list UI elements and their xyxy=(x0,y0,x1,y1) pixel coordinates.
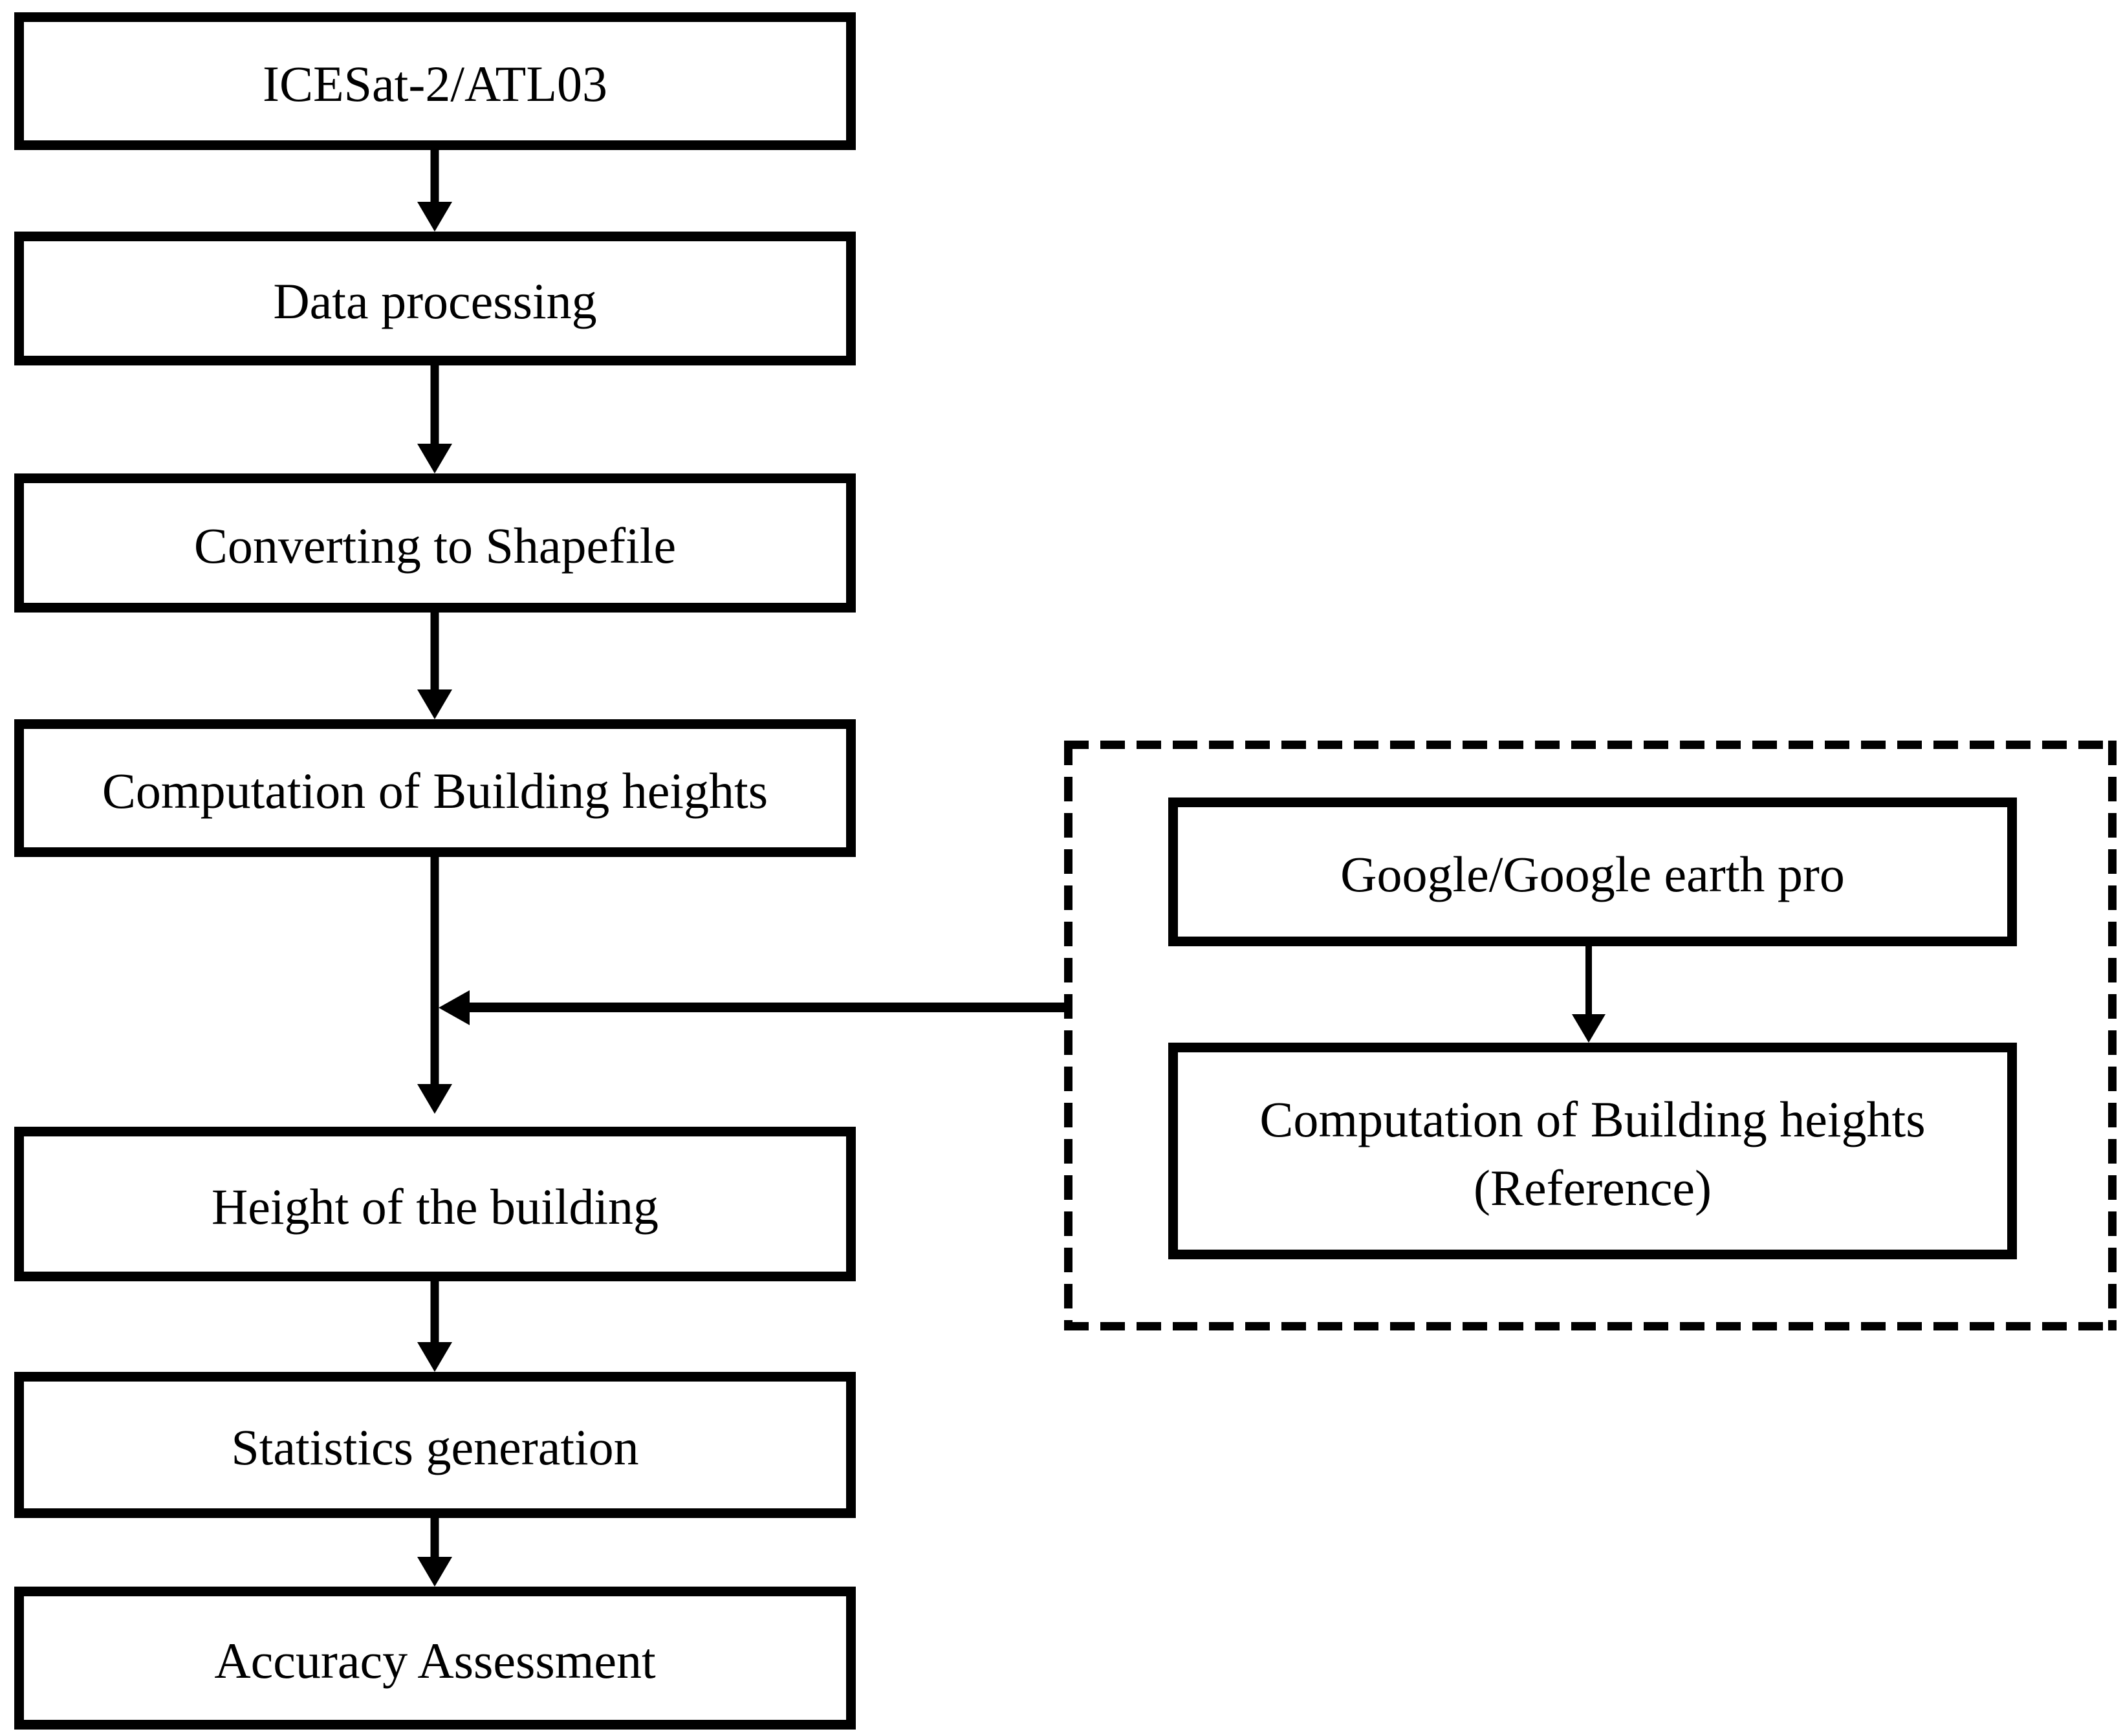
arrow-shaft xyxy=(430,1518,439,1557)
left-arrowhead-icon xyxy=(439,990,470,1025)
reference-group-outline xyxy=(1064,741,2117,1330)
dashed-border-right xyxy=(2108,741,2117,1330)
flow-box-google-earth-pro: Google/Google earth pro xyxy=(1168,797,2017,946)
down-arrowhead-icon xyxy=(417,1084,452,1114)
down-arrowhead-icon xyxy=(417,202,452,232)
flow-box-data-processing: Data processing xyxy=(14,232,856,365)
down-arrowhead-icon xyxy=(417,1557,452,1587)
arrow-shaft xyxy=(430,1281,439,1342)
flow-box-icesat2-atl03-label: ICESat-2/ATL03 xyxy=(263,55,607,112)
flow-box-converting-to-shapefile-label: Converting to Shapefile xyxy=(193,517,677,574)
arrow-shaft xyxy=(430,150,439,202)
flow-box-computation-reference-label-line2: (Reference) xyxy=(1473,1159,1712,1216)
dashed-border-left xyxy=(1064,741,1072,1330)
flow-box-icesat2-atl03: ICESat-2/ATL03 xyxy=(14,12,856,150)
arrow-statistics-to-accuracy xyxy=(417,1518,452,1587)
flow-box-computation-building-heights-label: Computation of Building heights xyxy=(102,762,768,819)
flow-box-height-of-building: Height of the building xyxy=(14,1127,856,1281)
flow-box-statistics-generation-label: Statistics generation xyxy=(231,1419,639,1476)
flow-box-converting-to-shapefile: Converting to Shapefile xyxy=(14,473,856,613)
dashed-border-bottom xyxy=(1064,1322,2117,1330)
arrow-shaft xyxy=(430,857,439,1084)
arrow-google-to-computation-reference xyxy=(1571,946,1606,1043)
arrow-converting-to-computation xyxy=(417,613,452,719)
flow-box-google-earth-pro-label: Google/Google earth pro xyxy=(1340,846,1845,903)
arrow-data-processing-to-converting xyxy=(417,365,452,473)
arrow-shaft xyxy=(430,613,439,689)
flow-box-computation-building-heights: Computation of Building heights xyxy=(14,719,856,857)
down-arrowhead-icon xyxy=(417,1342,452,1372)
flow-box-height-of-building-label: Height of the building xyxy=(211,1178,659,1235)
dashed-border-top xyxy=(1064,741,2117,749)
arrow-height-to-statistics xyxy=(417,1281,452,1372)
down-arrowhead-icon xyxy=(1572,1014,1606,1043)
arrow-shaft xyxy=(430,365,439,444)
flow-box-computation-reference-label-line1: Computation of Building heights xyxy=(1259,1091,1926,1148)
arrow-icesat-to-data-processing xyxy=(417,150,452,232)
flow-box-accuracy-assessment: Accuracy Assessment xyxy=(14,1587,856,1730)
arrow-reference-to-main-flow xyxy=(439,990,1069,1025)
flow-box-data-processing-label: Data processing xyxy=(273,272,597,329)
arrow-shaft xyxy=(1585,946,1592,1014)
arrow-computation-to-height-of-building xyxy=(417,857,452,1114)
arrow-shaft xyxy=(464,1003,1069,1012)
flow-box-accuracy-assessment-label: Accuracy Assessment xyxy=(214,1632,656,1689)
down-arrowhead-icon xyxy=(417,444,452,473)
down-arrowhead-icon xyxy=(417,689,452,719)
flow-box-statistics-generation: Statistics generation xyxy=(14,1372,856,1518)
flow-box-computation-reference: Computation of Building heights (Referen… xyxy=(1168,1043,2017,1259)
